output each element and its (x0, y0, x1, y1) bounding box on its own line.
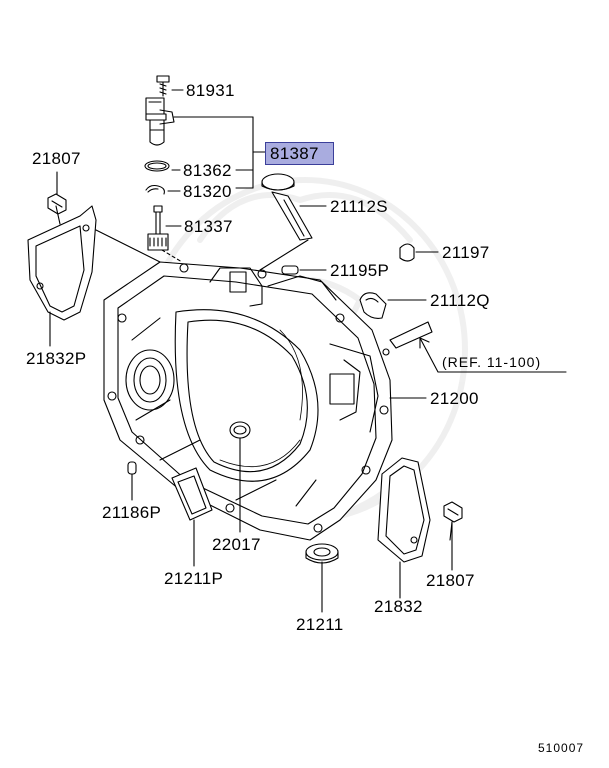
speed-sensor[interactable] (145, 97, 175, 146)
diagram-id: 510007 (538, 741, 585, 755)
pin-21195P[interactable] (281, 265, 299, 275)
label-22017[interactable]: 22017 (212, 535, 261, 554)
transmission-case-21200[interactable] (103, 261, 393, 541)
label-81362[interactable]: 81362 (183, 161, 232, 180)
bracket-21832-right[interactable] (377, 457, 431, 563)
cover-21211P[interactable] (171, 467, 213, 521)
label-21112S[interactable]: 21112S (330, 197, 388, 216)
label-ref[interactable]: (REF. 11-100) (442, 354, 542, 370)
pin-21186P[interactable] (127, 461, 137, 475)
label-81320[interactable]: 81320 (183, 182, 232, 201)
filler-tube-21112S[interactable] (261, 173, 313, 241)
bracket-21832P[interactable] (27, 205, 97, 321)
label-21211[interactable]: 21211 (296, 615, 344, 634)
label-81337[interactable]: 81337 (184, 217, 233, 236)
bolt-21807-left[interactable] (47, 193, 67, 225)
label-21200[interactable]: 21200 (430, 389, 479, 408)
plug-21211[interactable] (305, 543, 339, 564)
label-21195P[interactable]: 21195P (330, 261, 390, 280)
label-81931[interactable]: 81931 (186, 81, 235, 100)
label-21211P[interactable]: 21211P (164, 569, 224, 588)
leader-ref (419, 337, 567, 373)
label-21807-right[interactable]: 21807 (426, 571, 475, 590)
label-21112Q[interactable]: 21112Q (430, 291, 490, 310)
label-81387[interactable]: 81387 (265, 142, 334, 165)
label-21832-right[interactable]: 21832 (374, 597, 423, 616)
label-21832P[interactable]: 21832P (26, 349, 87, 368)
cap-21112Q[interactable] (359, 292, 387, 319)
bolt-81931[interactable] (156, 75, 170, 97)
label-21186P[interactable]: 21186P (102, 503, 162, 522)
driven-gear-81337[interactable] (147, 205, 169, 251)
o-ring-81362[interactable] (144, 160, 170, 172)
plug-21197[interactable] (399, 243, 415, 262)
label-21197[interactable]: 21197 (442, 243, 490, 262)
label-21807-left[interactable]: 21807 (32, 149, 81, 168)
oil-seal-22017[interactable] (229, 421, 251, 439)
snap-ring-81320[interactable] (145, 184, 165, 195)
bolt-21807-right[interactable] (443, 501, 463, 541)
ref-harness-clip[interactable] (382, 321, 433, 356)
